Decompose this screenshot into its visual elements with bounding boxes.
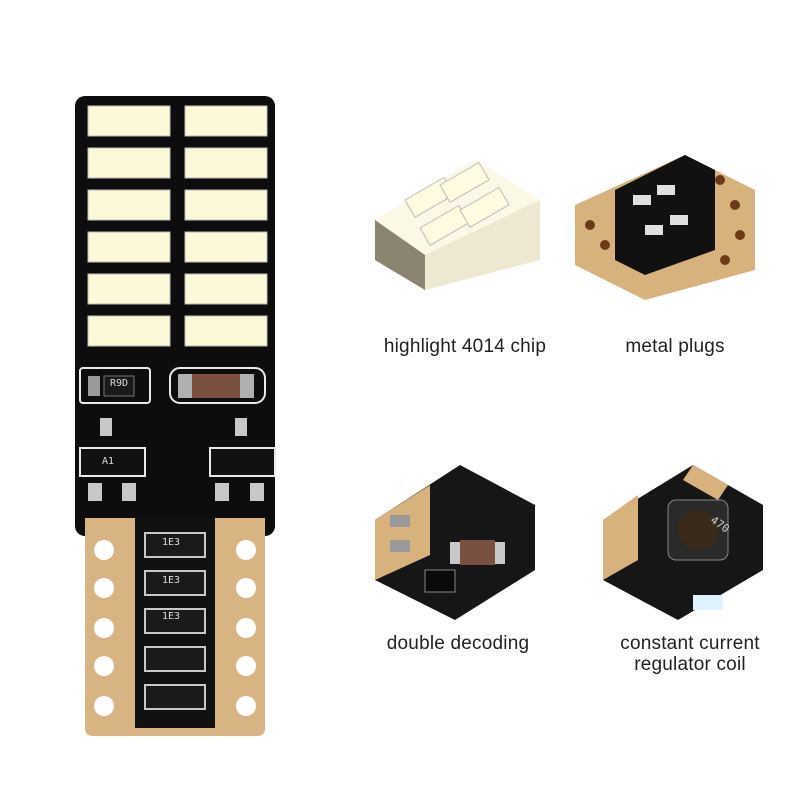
metal-plugs-closeup-image	[575, 155, 755, 300]
caption-regulator-line2: regulator coil	[634, 654, 746, 675]
caption-chip: highlight 4014 chip	[383, 336, 547, 357]
transistor-marking: A1	[102, 456, 115, 467]
smd-resistor	[144, 570, 206, 596]
led-chip	[87, 273, 171, 305]
led-chip	[87, 147, 171, 179]
led-chip-closeup-image	[375, 160, 540, 290]
smd-resistor	[144, 646, 206, 672]
double-decoding-closeup-image	[375, 465, 535, 620]
led-chip	[184, 315, 268, 347]
resistor-marking-1: 1E3	[162, 537, 181, 548]
led-chip	[184, 147, 268, 179]
smd-resistor	[144, 532, 206, 558]
caption-regulator-line1: constant current	[620, 633, 760, 654]
led-chip	[87, 105, 171, 137]
smd-resistor	[144, 608, 206, 634]
led-chip	[184, 231, 268, 263]
resistor-marking-2: 1E3	[162, 575, 181, 586]
led-chip	[184, 189, 268, 221]
led-bulb-image	[75, 96, 276, 736]
led-chip	[87, 315, 171, 347]
smd-resistor	[144, 684, 206, 710]
caption-decoding: double decoding	[386, 633, 530, 654]
regulator-coil-closeup-image	[603, 465, 763, 620]
resistor-marking-3: 1E3	[162, 611, 181, 622]
led-chip	[87, 189, 171, 221]
caption-plugs: metal plugs	[625, 336, 725, 357]
led-chip	[184, 105, 268, 137]
led-chip	[87, 231, 171, 263]
led-chip	[184, 273, 268, 305]
resistor-marking: R9D	[110, 378, 129, 389]
